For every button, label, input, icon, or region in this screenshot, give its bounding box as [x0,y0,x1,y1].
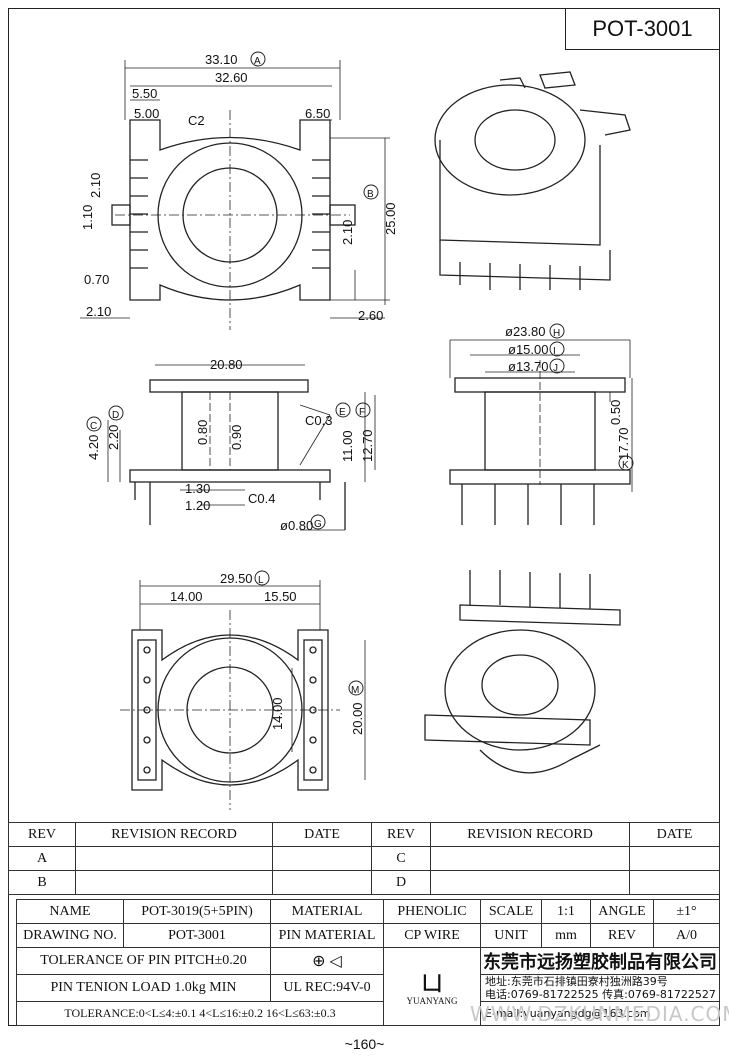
dim-dia-13-70: ø13.70 [508,359,548,374]
unit-value: mm [541,923,591,948]
page-number: ~160~ [344,1036,385,1052]
dim-6-50: 6.50 [305,106,330,121]
pin-tension-load: PIN TENION LOAD 1.0kg MIN [16,974,271,1002]
general-tolerance: TOLERANCE:0<L≤4:±0.1 4<L≤16:±0.2 16<L≤63… [16,1001,384,1026]
dim-dia-0-80: ø0.80 [280,518,313,533]
rev-label: REV [590,923,654,948]
marker-i: I [553,346,556,357]
dim-14-00-a: 14.00 [170,589,203,604]
table-row: A C [8,846,720,871]
iso-view-bottom [424,570,621,774]
dim-1-30: 1.30 [185,481,210,496]
rev-header: REV [8,822,76,847]
rev-value: A/0 [653,923,720,948]
scale-value: 1:1 [541,899,591,924]
marker-k: K [622,460,629,471]
dim-1-10: 1.10 [80,205,95,230]
marker-d: D [112,410,119,421]
bottom-view [120,580,366,810]
watermark: WWW.DZKUNMEDIA.COM [470,1002,729,1026]
marker-l: L [258,575,264,586]
dim-2-20: 2.20 [106,425,121,450]
marker-h: H [553,328,560,339]
marker-c: C [90,421,97,432]
ul-rec: UL REC:94V-0 [270,974,384,1002]
revision-table: REV REVISION RECORD DATE REV REVISION RE… [8,822,720,895]
dim-dia-15-00: ø15.00 [508,342,548,357]
dim-0-70: 0.70 [84,272,109,287]
dim-11-00: 11.00 [340,430,355,462]
material-label: MATERIAL [270,899,384,924]
material-value: PHENOLIC [383,899,481,924]
pin-material-value: CP WIRE [383,923,481,948]
name-label: NAME [16,899,124,924]
marker-f: F [359,407,365,418]
dim-12-70: 12.70 [360,429,375,462]
date-header-2: DATE [629,822,720,847]
date-header: DATE [272,822,372,847]
pin-pitch-tolerance: TOLERANCE OF PIN PITCH±0.20 [16,947,271,975]
spec-table: NAME POT-3019(5+5PIN) MATERIAL PHENOLIC … [16,899,720,1026]
dim-20-00: 20.00 [350,702,365,735]
dim-14-00-b: 14.00 [270,697,285,730]
dim-32-60: 32.60 [215,70,248,85]
dim-2-60: 2.60 [358,308,383,323]
company-contact: 地址:东莞市石排镇田寮村独洲路39号电话:0769-81722525 传真:07… [480,974,720,1002]
company-name: 东莞市远扬塑胶制品有限公司 [480,947,720,975]
dim-c0-3: C0.3 [305,413,332,428]
drawing-frame [8,8,720,1026]
dim-2-10-c: 2.10 [86,304,111,319]
marker-a: A [254,56,261,67]
dim-17-70: 17.70 [616,427,631,460]
company-email: E-mail:yuanyangdg@163.com [480,1001,720,1026]
dim-20-80: 20.80 [210,357,243,372]
dim-29-50: 29.50 [220,571,253,586]
dim-5-00: 5.00 [134,106,159,121]
side-view [107,364,376,531]
marker-e: E [339,407,346,418]
dim-dia-23-80: ø23.80 [505,324,545,339]
name-value: POT-3019(5+5PIN) [123,899,271,924]
drawing-no-value: POT-3001 [123,923,271,948]
marker-m: M [351,685,359,696]
dim-4-20: 4.20 [86,435,101,460]
revision-record-header-2: REVISION RECORD [430,822,630,847]
drawing-title: POT-3001 [565,8,720,50]
dim-0-90: 0.90 [229,425,244,450]
dim-2-10-b: 2.10 [340,220,355,245]
dim-15-50: 15.50 [264,589,297,604]
top-view [80,60,390,330]
marker-b: B [367,189,374,200]
dim-5-50: 5.50 [132,86,157,101]
dim-c0-4: C0.4 [248,491,275,506]
angle-value: ±1° [653,899,720,924]
revision-record-header: REVISION RECORD [75,822,273,847]
angle-label: ANGLE [590,899,654,924]
front-view [449,339,633,525]
dim-0-80: 0.80 [195,420,210,445]
dim-c2: C2 [188,113,205,128]
marker-g: G [314,519,322,530]
iso-view-top [434,71,631,290]
projection-symbol-icon: ⊕ ◁ [270,947,384,975]
pin-material-label: PIN MATERIAL [270,923,384,948]
table-row: B D [8,870,720,895]
scale-label: SCALE [480,899,542,924]
dim-33-10: 33.10 [205,52,238,67]
dim-2-10-a: 2.10 [88,173,103,198]
dim-0-50: 0.50 [608,400,623,425]
marker-j: J [553,363,558,374]
unit-label: UNIT [480,923,542,948]
dim-1-20: 1.20 [185,498,210,513]
drawing-no-label: DRAWING NO. [16,923,124,948]
rev-header-2: REV [371,822,431,847]
dim-25-00: 25.00 [383,202,398,235]
